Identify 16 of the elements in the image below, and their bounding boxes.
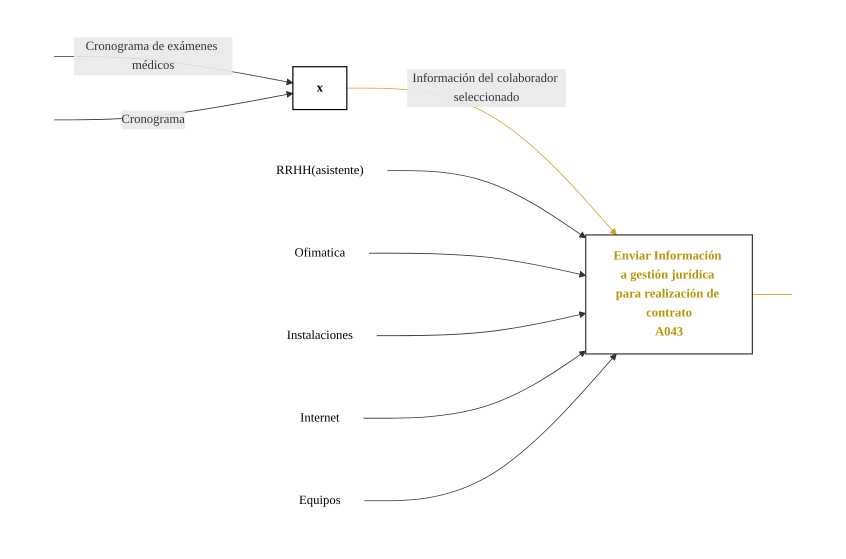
arrow	[376, 311, 586, 336]
node-text: Equipos	[299, 493, 341, 507]
node-box: Enviar Información a gestión jurídica para realización de contrato A043	[585, 234, 753, 354]
node-text: Instalaciones	[286, 328, 353, 342]
node-text: RRHH(asistente)	[276, 163, 364, 177]
arrow	[364, 353, 617, 501]
edge-label: Información del colaborador seleccionado	[412, 71, 558, 104]
edge-label: Cronograma	[121, 112, 185, 126]
arrow	[368, 252, 586, 278]
node-text: Internet	[300, 410, 340, 424]
node-box: x	[292, 66, 348, 110]
edge-label: Cronograma de exámenes médicos	[86, 39, 218, 72]
arrow	[386, 170, 586, 238]
node-text: Ofimatica	[294, 246, 346, 260]
connector	[752, 294, 792, 295]
arrow	[363, 350, 586, 418]
